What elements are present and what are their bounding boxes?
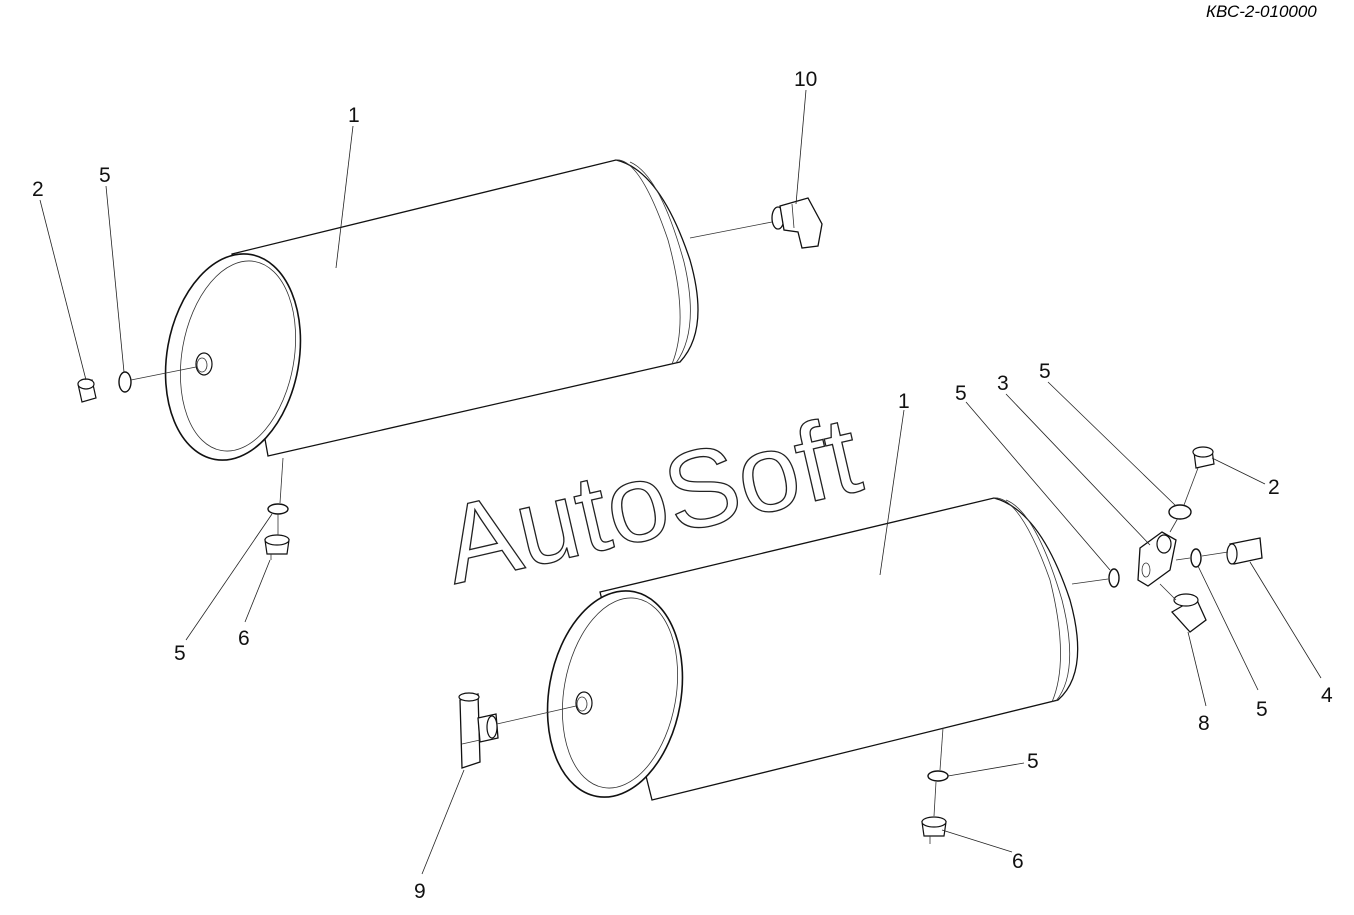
callout-6-lower: 6: [1012, 850, 1024, 873]
seal-ring-5-lower-right: [1190, 548, 1202, 568]
receiver-lower: [546, 497, 1079, 801]
drain-valve-6-lower: [921, 816, 947, 844]
callout-6-upper: 6: [238, 627, 250, 650]
document-code: КВС-2-010000: [1206, 2, 1317, 21]
callout-1-upper: 1: [348, 104, 360, 127]
cap-8: [1170, 593, 1207, 633]
callout-3: 3: [997, 372, 1009, 395]
plug-2-lower: [1192, 446, 1215, 469]
callout-9: 9: [414, 880, 426, 903]
callout-2-lower: 2: [1268, 476, 1280, 499]
callout-5-lower-top: 5: [1039, 360, 1051, 383]
seal-ring-5-upper-left: [118, 371, 132, 393]
callout-4: 4: [1321, 684, 1333, 707]
callout-10: 10: [794, 68, 817, 91]
receiver-upper: [164, 159, 699, 461]
callout-5-lower-bottom: 5: [1027, 750, 1039, 773]
callout-2-upper: 2: [32, 178, 44, 201]
seal-ring-5-upper-bottom: [267, 503, 289, 515]
drain-valve-6-upper: [264, 534, 290, 560]
plug-2-upper: [77, 378, 97, 403]
tee-fitting-9: [458, 692, 499, 769]
seal-ring-5-lower-top: [1168, 504, 1192, 520]
callout-5-lower-right: 5: [1256, 698, 1268, 721]
callout-5-upper-bottom: 5: [174, 642, 186, 665]
seal-ring-5-lower-left: [1108, 568, 1120, 588]
elbow-fitting-10: [771, 197, 823, 249]
seal-ring-5-lower-bottom: [927, 770, 949, 782]
callout-5-lower-left: 5: [955, 382, 967, 405]
fitting-4: [1226, 537, 1263, 565]
callout-5-upper-left: 5: [99, 164, 111, 187]
callout-8: 8: [1198, 712, 1210, 735]
callout-1-lower: 1: [898, 390, 910, 413]
valve-body-3: [1137, 531, 1177, 587]
